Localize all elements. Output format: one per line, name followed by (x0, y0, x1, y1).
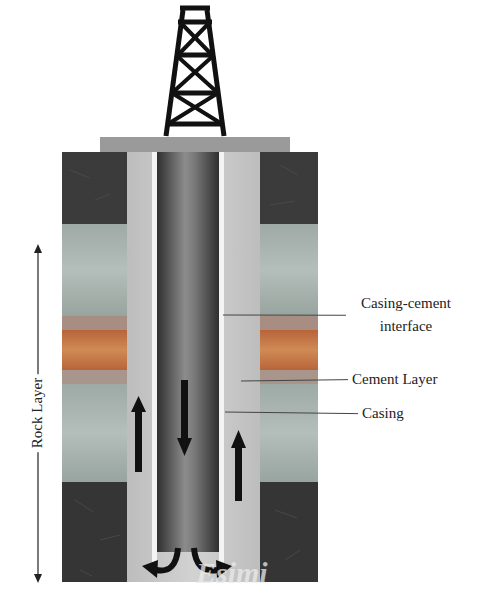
inner-pipe (157, 152, 219, 552)
derrick-crown (178, 8, 212, 22)
flow-arrow-head (177, 438, 192, 456)
leader-line (241, 380, 348, 381)
flow-arrow-head (142, 560, 158, 578)
cement-layer (127, 152, 260, 582)
dimension-label: Rock Layer (26, 374, 49, 452)
rig-platform (100, 137, 290, 152)
callout-label: Casing-cement interface (350, 292, 462, 339)
flow-arrow-shaft (235, 446, 242, 501)
dimension-arrowhead (34, 244, 42, 253)
bottom-turn-arrow (156, 548, 178, 571)
derrick-brace (168, 22, 222, 124)
flow-arrow-head (131, 396, 146, 412)
flow-arrow-shaft (181, 380, 188, 440)
dimension-arrowhead (34, 574, 42, 583)
flow-arrow-shaft (135, 410, 142, 472)
watermark: Esimi (196, 550, 268, 597)
casing-wall (219, 152, 224, 572)
casing-wall (152, 152, 157, 572)
leader-line (225, 412, 358, 414)
derrick (166, 8, 224, 136)
leader-line (223, 315, 346, 316)
leader-lines (223, 315, 358, 414)
callout-label: Casing (362, 402, 404, 425)
flow-arrows (131, 380, 246, 578)
callout-label: Cement Layer (352, 368, 437, 391)
flow-arrow-head (231, 430, 246, 448)
